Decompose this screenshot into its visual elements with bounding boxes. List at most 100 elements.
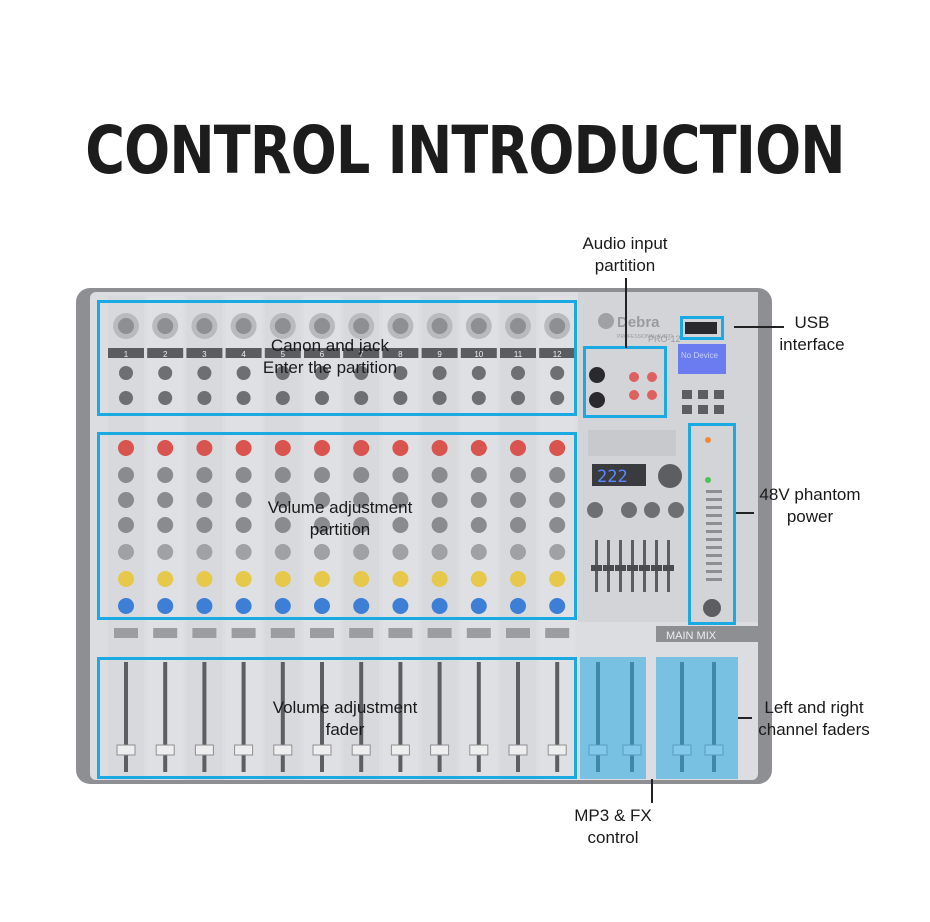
usb-leader <box>734 326 784 328</box>
channel-knob <box>196 598 213 614</box>
channel-knob <box>353 467 370 483</box>
channel-knob <box>118 467 134 483</box>
jack-socket <box>158 391 173 405</box>
channel-number: 2 <box>163 350 168 359</box>
fader-track <box>516 662 520 772</box>
channel-knob <box>196 492 213 508</box>
lr-leader <box>738 717 752 719</box>
channel-knob <box>235 571 252 587</box>
channel-knob <box>431 571 448 587</box>
channel-knob <box>157 571 174 587</box>
fader-track <box>398 662 403 772</box>
volume-partition-label: Volume adjustment partition <box>267 498 413 539</box>
fader-track <box>241 662 246 772</box>
mute-button <box>349 628 374 638</box>
jack-socket <box>393 391 408 405</box>
audio-input-leader <box>625 278 627 348</box>
channel-knob <box>118 571 134 587</box>
jack-socket <box>432 366 447 380</box>
mute-button <box>427 628 452 638</box>
jack-socket <box>393 366 408 380</box>
jack-socket <box>275 391 290 405</box>
channel-knob <box>274 598 291 614</box>
channel-knob <box>235 598 252 614</box>
svg-text:PROFESSIONAL AUDIO: PROFESSIONAL AUDIO <box>617 334 673 340</box>
lcd-display <box>678 344 726 374</box>
jack-socket <box>550 391 565 405</box>
channel-knob <box>235 517 252 533</box>
channel-knob <box>431 467 448 483</box>
channel-knob <box>274 571 291 587</box>
graphic-equalizer <box>591 540 674 592</box>
jack-socket <box>158 366 173 380</box>
channel-knob <box>392 492 409 508</box>
fader-cap <box>547 744 567 756</box>
jack-socket <box>197 391 212 405</box>
fader-track <box>476 662 481 772</box>
fader-track <box>202 662 207 772</box>
channel-knob <box>392 517 409 533</box>
canon-jack-zone <box>97 300 577 416</box>
page-title: CONTROL INTRODUCTION <box>85 112 845 189</box>
channel-knob <box>314 598 330 614</box>
channel-knob <box>353 517 370 533</box>
fx-knobs <box>587 502 684 518</box>
mp3-fx-fill <box>580 657 646 779</box>
channel-knob <box>431 598 448 614</box>
channel-knob <box>510 571 526 587</box>
channel-knob <box>392 544 409 560</box>
mute-button <box>153 628 178 638</box>
channel-knob <box>274 544 291 560</box>
jack-socket <box>315 366 329 380</box>
jack-socket <box>275 366 290 380</box>
channel-knob <box>353 544 370 560</box>
channel-knob <box>314 544 330 560</box>
channel-knob <box>157 517 174 533</box>
fader-track <box>437 662 442 772</box>
channel-knob <box>314 517 330 533</box>
channel-strip-11: 11 <box>500 296 536 780</box>
channel-knob <box>157 492 174 508</box>
channel-knob <box>274 492 291 508</box>
fader-cap <box>430 744 450 756</box>
jack-socket <box>119 391 133 405</box>
fader-track <box>320 662 324 772</box>
jack-socket <box>511 391 525 405</box>
svg-text:No Device: No Device <box>681 351 718 360</box>
channel-number: 4 <box>241 350 246 359</box>
fader-cap <box>155 744 175 756</box>
channel-strip-1: 1 <box>108 296 144 780</box>
mute-button <box>388 628 413 638</box>
canon-jack-label: Canon and jack Enter the partition <box>262 336 398 377</box>
channel-strip-9: 9 <box>421 296 458 780</box>
channel-knob <box>549 492 566 508</box>
channel-knob <box>118 440 134 456</box>
channel-strip-5: 5 <box>264 296 301 780</box>
channel-knob <box>353 440 370 456</box>
fader-track <box>124 662 128 772</box>
mp3-fx-label: MP3 & FX control <box>574 806 652 847</box>
channel-number: 7 <box>359 350 364 359</box>
channel-knob <box>510 544 526 560</box>
fader-cap <box>469 744 489 756</box>
usb-zone <box>680 316 724 340</box>
channel-knob <box>392 598 409 614</box>
mute-button <box>270 628 295 638</box>
channel-knob <box>196 571 213 587</box>
fader-cap <box>194 744 214 756</box>
channel-knob <box>235 492 252 508</box>
phantom-leader <box>736 512 754 514</box>
channel-knob <box>510 517 526 533</box>
channel-number: 1 <box>124 350 129 359</box>
volume-fader-zone <box>97 657 577 779</box>
channel-knob <box>549 571 566 587</box>
svg-text:PRO-12: PRO-12 <box>648 334 681 344</box>
channel-knob <box>118 517 134 533</box>
channel-knob <box>510 598 526 614</box>
channel-strip-8: 8 <box>382 296 419 780</box>
channel-strip-4: 4 <box>225 296 262 780</box>
channel-knob <box>392 440 409 456</box>
mute-button <box>231 628 256 638</box>
channel-knob <box>314 467 330 483</box>
channel-knob <box>157 467 174 483</box>
